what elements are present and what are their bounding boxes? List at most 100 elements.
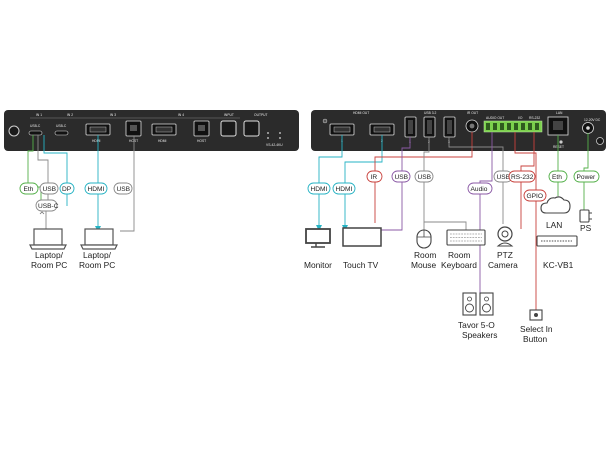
- input-select-button[interactable]: [220, 120, 237, 137]
- svg-text:USB: USB: [43, 186, 57, 193]
- ground-screw-icon: [8, 125, 20, 137]
- svg-text:USB-C: USB-C: [38, 203, 59, 210]
- ground-screw-icon-right: [596, 137, 604, 145]
- touch-tv-icon: [342, 227, 382, 247]
- kc-vb1-device-icon: [536, 235, 578, 247]
- laptop-2-label-line2: Room PC: [79, 260, 115, 270]
- svg-text:HDMI: HDMI: [88, 186, 105, 193]
- section-label-lan: LAN: [556, 111, 563, 115]
- laptop-1-label-line2: Room PC: [31, 260, 67, 270]
- usb-2-mouse-line: [423, 137, 467, 230]
- svg-text:Audio: Audio: [471, 186, 488, 193]
- port-label-usbc-2: USB-C: [56, 124, 67, 128]
- ptz-label-line2: Camera: [488, 260, 518, 270]
- port-label-host-2: HOST: [197, 139, 206, 143]
- reset-button[interactable]: [559, 140, 563, 144]
- mouse-label-line1: Room: [414, 250, 436, 260]
- laptop-1-label-line1: Laptop/: [35, 250, 64, 260]
- terminal-block: [483, 120, 543, 133]
- tag-power: Power: [573, 170, 600, 183]
- mouse-icon: [416, 229, 432, 249]
- output-select-button[interactable]: [243, 120, 260, 137]
- keyboard-label-line1: Room: [448, 250, 470, 260]
- select-label-line1: Select In: [520, 324, 553, 334]
- tag-dp: DP: [59, 182, 75, 195]
- usb-c-port-in1: [28, 130, 43, 136]
- port-label-hdmi-2: HDMI: [158, 139, 167, 143]
- svg-text:Power: Power: [577, 174, 596, 181]
- svg-text:USB: USB: [117, 186, 131, 193]
- speakers-label-line1: Tavor 5-O: [458, 320, 495, 330]
- usb-c-port-in2: [54, 130, 69, 136]
- tag-eth: Eth: [19, 182, 39, 195]
- tag-rs232: RS-232: [508, 170, 536, 183]
- tag-eth-lan: Eth: [548, 170, 568, 183]
- tag-hdmi-out-2: HDMI: [332, 182, 356, 195]
- power-line: [583, 133, 589, 210]
- hdmi-out-2-line: [342, 135, 383, 231]
- select-button-icon: [529, 309, 543, 321]
- cloud-icon: [540, 196, 571, 214]
- ptz-camera-icon: [496, 226, 514, 247]
- model-label: VS-42-4KU: [266, 143, 283, 147]
- tag-gpio: GPIO: [523, 189, 547, 202]
- rs232-line: [520, 132, 535, 229]
- tag-hdmi-out-1: HDMI: [307, 182, 331, 195]
- svg-text:HDMI: HDMI: [336, 186, 353, 193]
- svg-text:USB: USB: [395, 174, 409, 181]
- ps-label: PS: [580, 223, 592, 233]
- tag-usb-left: USB: [39, 182, 59, 195]
- lan-label: LAN: [546, 220, 562, 230]
- left-switcher-panel: IN 1 IN 2 IN 3 IN 4 INPUT OUTPUT USB-C U…: [4, 110, 299, 151]
- terminal-label-io: I/O: [518, 116, 523, 120]
- section-label-in3: IN 3: [110, 113, 116, 117]
- speakers-icon: [462, 292, 494, 316]
- section-label-usb32: USB 3.2: [424, 111, 436, 115]
- svg-text:Eth: Eth: [552, 174, 562, 181]
- laptop-icon-1: [29, 211, 67, 250]
- tag-usb-host: USB: [113, 182, 133, 195]
- usb-host-line-in3: [120, 136, 135, 232]
- svg-text:IR: IR: [371, 174, 378, 181]
- section-label-power: 12-20V DC: [584, 118, 601, 122]
- section-label-in2: IN 2: [67, 113, 73, 117]
- gpio-line: [514, 132, 537, 310]
- select-label-line2: Button: [523, 334, 548, 344]
- monitor-icon: [305, 228, 331, 248]
- svg-text:RS-232: RS-232: [511, 174, 534, 181]
- svg-text:HDMI: HDMI: [311, 186, 328, 193]
- terminal-label-audio: AUDIO OUT: [486, 116, 504, 120]
- laptop-icon-2: [80, 228, 118, 250]
- power-supply-icon: [579, 209, 592, 223]
- right-receiver-panel: HDMI OUT USB 3.2 IR OUT LAN 12-20V DC 1 …: [311, 110, 606, 151]
- monitor-label: Monitor: [304, 260, 332, 270]
- port-label-hdmi-1: HDMI: [92, 139, 101, 143]
- tag-usb-c: USB-C: [35, 199, 59, 212]
- usb-1-touch-line: [381, 137, 411, 231]
- tag-ir: IR: [366, 170, 383, 183]
- svg-text:GPIO: GPIO: [527, 193, 544, 200]
- section-label-input: INPUT: [224, 113, 234, 117]
- tag-hdmi-left: HDMI: [84, 182, 108, 195]
- tag-audio: Audio: [467, 182, 493, 195]
- ptz-label-line1: PTZ: [497, 250, 513, 260]
- tag-usb-touch: USB: [391, 170, 411, 183]
- terminal-label-rs232: RS-232: [529, 116, 540, 120]
- svg-text:Eth: Eth: [24, 186, 34, 193]
- section-label-ir-out: IR OUT: [467, 111, 478, 115]
- svg-text:USB: USB: [497, 174, 511, 181]
- port-label-usbc-1: USB-C: [30, 124, 41, 128]
- section-label-in4: IN 4: [178, 113, 184, 117]
- usb-3-camera-line: [448, 137, 504, 224]
- keyboard-label-line2: Keyboard: [441, 260, 477, 270]
- kc-vb1-label: KC-VB1: [543, 260, 574, 270]
- svg-text:DP: DP: [62, 186, 72, 193]
- section-label-output: OUTPUT: [254, 113, 268, 117]
- keyboard-icon: [446, 229, 486, 246]
- section-label-hdmi-out: HDMI OUT: [353, 111, 369, 115]
- tag-usb-mouse: USB: [414, 170, 434, 183]
- mouse-label-line2: Mouse: [411, 260, 436, 270]
- dp-line-1: [43, 135, 68, 206]
- laptop-2-label-line1: Laptop/: [83, 250, 112, 260]
